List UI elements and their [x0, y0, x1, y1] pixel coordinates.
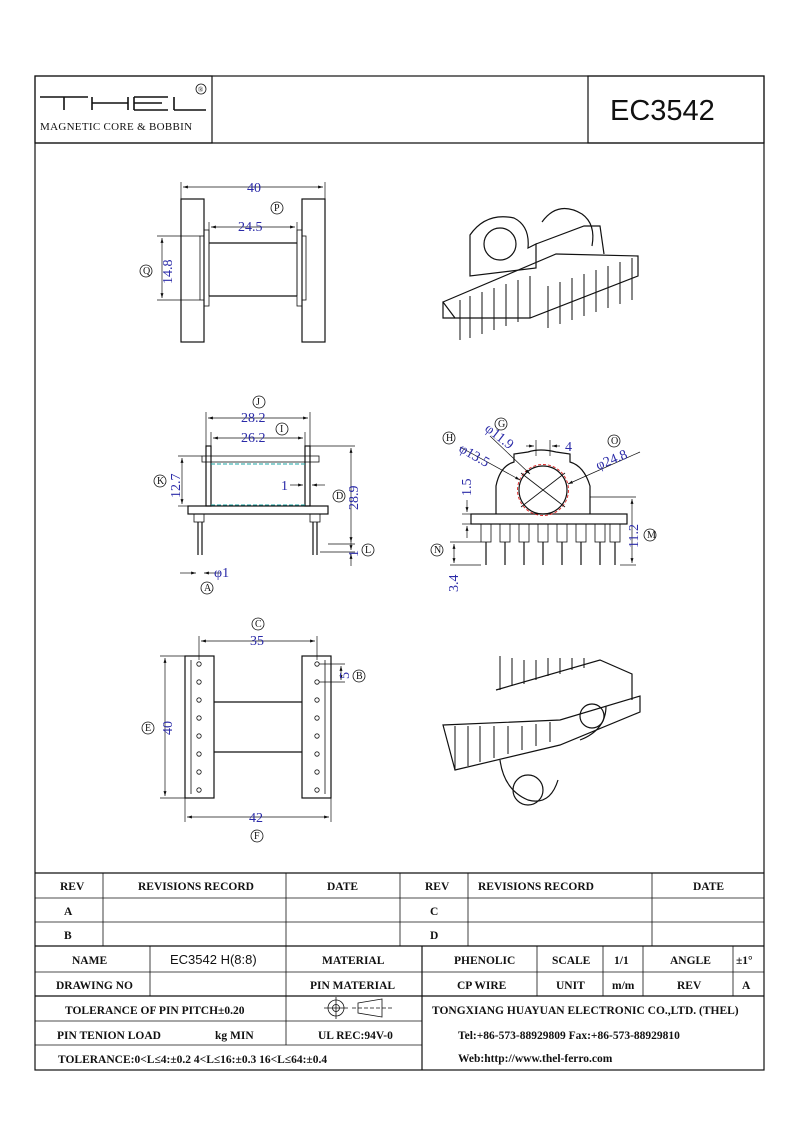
pin-holes-right	[314, 661, 320, 793]
revisions-header-left: REVISIONS RECORD	[138, 881, 254, 893]
rev-c: C	[430, 906, 438, 918]
bottom-view: 35 C 5 B 40 E 42 F	[141, 617, 366, 843]
rev-value: A	[742, 980, 751, 992]
dim-pitch-5: 5	[338, 672, 353, 679]
end-view: 4 φ11.9 G φ13.5 H φ24.8 O 1.5 11.2 M 3.4	[430, 417, 657, 593]
unit-label: UNIT	[556, 980, 585, 992]
projection-symbol-icon	[324, 997, 392, 1019]
rev-b: B	[64, 930, 72, 942]
label-a: A	[204, 583, 212, 594]
dim-overall-42: 42	[249, 811, 263, 826]
rev-header-right: REV	[425, 881, 450, 893]
pin-tension-label: PIN TENION LOAD	[57, 1030, 161, 1042]
label-n: N	[434, 545, 441, 556]
dim-flange-12-7: 12.7	[169, 474, 184, 499]
dim-pin-dia: φ1	[214, 566, 229, 581]
label-l: L	[365, 545, 371, 556]
end-view-pins	[480, 523, 621, 565]
logo-lettering	[40, 96, 206, 111]
dim-overall-40: 40	[247, 181, 261, 196]
name-value: EC3542 H(8:8)	[170, 952, 257, 967]
dim-outer-28-2: 28.2	[241, 411, 266, 426]
label-o: O	[611, 436, 618, 447]
dim-width-4: 4	[565, 440, 572, 455]
dim-height-14-8: 14.8	[161, 260, 176, 285]
name-label: NAME	[72, 955, 107, 967]
dim-thickness-1-5: 1.5	[460, 479, 475, 497]
pin-material-label: PIN MATERIAL	[310, 980, 395, 992]
isometric-view-bottom	[442, 656, 641, 806]
sheet-border	[34, 75, 765, 1071]
label-p: P	[274, 203, 280, 214]
label-j: J	[256, 397, 260, 408]
label-c: C	[255, 619, 262, 630]
label-b: B	[356, 671, 363, 682]
scale-value: 1/1	[614, 955, 629, 967]
angle-label: ANGLE	[670, 955, 711, 967]
dim-inner-24-5: 24.5	[238, 220, 263, 235]
part-number: EC3542	[610, 95, 715, 127]
side-view: 40 24.5 P 14.8 Q	[139, 181, 326, 343]
material-value: PHENOLIC	[454, 955, 515, 967]
registered-mark-icon	[195, 83, 207, 95]
company-name: TONGXIANG HUAYUAN ELECTRONIC CO.,LTD. (T…	[432, 1005, 739, 1017]
company-web: Web:http://www.thel-ferro.com	[458, 1053, 613, 1065]
pin-holes-left	[196, 661, 202, 793]
label-f: F	[254, 831, 260, 842]
rev-a: A	[64, 906, 73, 918]
label-g: G	[498, 419, 505, 430]
isometric-view-top	[442, 207, 639, 340]
logo-subtitle: MAGNETIC CORE & BOBBIN	[40, 121, 192, 133]
label-m: M	[647, 530, 656, 541]
label-k: K	[157, 476, 165, 487]
dim-dia-24-8: φ24.8	[594, 448, 630, 474]
scale-label: SCALE	[552, 955, 591, 967]
dim-pin-span-35: 35	[250, 634, 264, 649]
ul-rec: UL REC:94V-0	[318, 1030, 393, 1042]
label-h: H	[446, 433, 453, 444]
front-view: 28.2 J 26.2 I 12.7 K 1 28.9 D 1 L	[153, 395, 375, 595]
pin-material-value: CP WIRE	[457, 980, 507, 992]
dim-pin-1: 1	[347, 550, 362, 557]
title-block: REV REVISIONS RECORD DATE REV REVISIONS …	[35, 872, 764, 1070]
logo-registered: ®	[198, 86, 204, 94]
dim-dia-13-5: φ13.5	[456, 441, 492, 470]
angle-value: ±1°	[736, 955, 753, 967]
part-number-box	[587, 75, 765, 144]
unit-value: m/m	[612, 980, 635, 992]
date-header-left: DATE	[327, 881, 358, 893]
revisions-header-right: REVISIONS RECORD	[478, 881, 594, 893]
label-i: I	[280, 424, 283, 435]
dim-inner-26-2: 26.2	[241, 431, 266, 446]
date-header-right: DATE	[693, 881, 724, 893]
material-label: MATERIAL	[322, 955, 385, 967]
drawing-no-label: DRAWING NO	[56, 980, 133, 992]
dim-pin-3-4: 3.4	[447, 575, 462, 593]
dim-gap-1: 1	[281, 479, 288, 494]
dim-height-11-2: 11.2	[627, 524, 642, 548]
pin-tension-unit: kg MIN	[215, 1030, 254, 1042]
label-e: E	[145, 723, 151, 734]
rev-label: REV	[677, 980, 702, 992]
company-logo: ® MAGNETIC CORE & BOBBIN	[34, 75, 213, 144]
label-q: Q	[143, 266, 151, 277]
tolerance-pin-pitch: TOLERANCE OF PIN PITCH±0.20	[65, 1005, 245, 1017]
rev-header-left: REV	[60, 881, 85, 893]
tolerance-note: TOLERANCE:0<L≤4:±0.2 4<L≤16:±0.3 16<L≤64…	[58, 1054, 327, 1066]
company-tel-fax: Tel:+86-573-88929809 Fax:+86-573-8892981…	[458, 1030, 680, 1042]
dim-width-40: 40	[161, 721, 176, 735]
rev-d: D	[430, 930, 438, 942]
dim-height-28-9: 28.9	[347, 486, 362, 511]
label-d: D	[336, 491, 343, 502]
